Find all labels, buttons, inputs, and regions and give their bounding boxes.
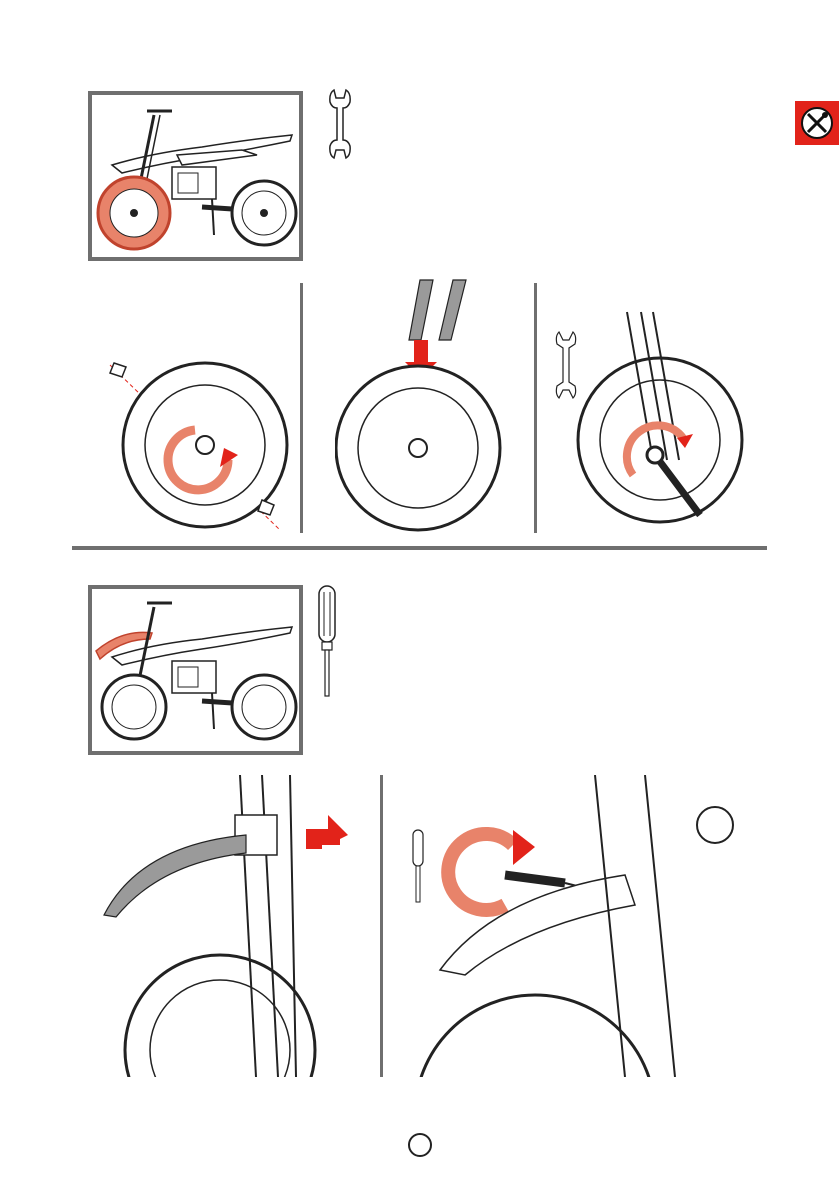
step-fender-screw-in <box>395 775 735 1077</box>
divider-step-2-3 <box>534 283 537 533</box>
tools-badge <box>795 101 839 145</box>
step-wheel-tighten-axle-nut <box>555 310 765 535</box>
tools-icon <box>795 101 839 145</box>
bike-front-fender-thumbnail <box>88 585 303 755</box>
step-wheel-insert-into-fork <box>335 278 535 533</box>
page-number <box>408 1133 432 1157</box>
section-divider <box>72 546 767 550</box>
divider-step-4-5 <box>380 775 383 1077</box>
divider-step-1-2 <box>300 283 303 533</box>
wrench-icon <box>328 88 352 160</box>
screwdriver-icon <box>316 584 338 700</box>
bike-front-wheel-thumbnail <box>88 91 303 261</box>
step-fender-attach-to-fork <box>100 775 355 1077</box>
step-wheel-remove-nuts <box>100 345 290 535</box>
